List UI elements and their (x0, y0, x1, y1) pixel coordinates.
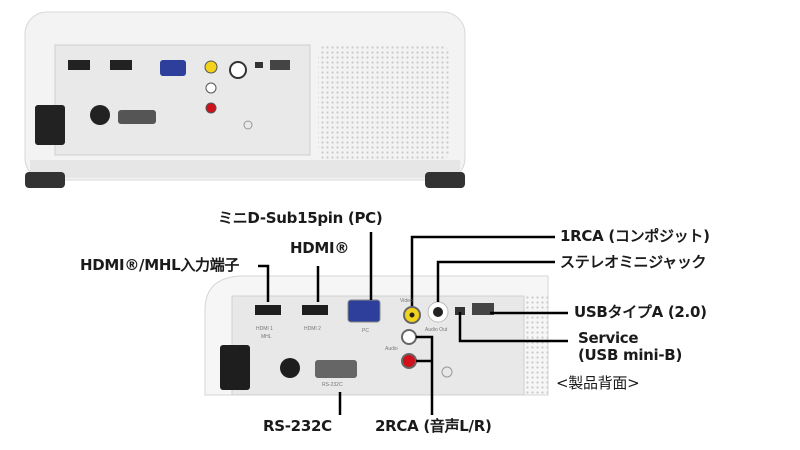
projector-rear-full (24, 11, 466, 188)
callout-2rca-audio: 2RCA (音声L/R) (375, 417, 492, 435)
callout-hdmi-mhl: HDMI®/MHL入力端子 (80, 256, 240, 274)
callout-service-sub: (USB mini-B) (578, 346, 683, 364)
hdmi2-port (302, 305, 328, 315)
callout-usb-a: USBタイプA (2.0) (574, 303, 707, 321)
callout-rs232c: RS-232C (263, 417, 332, 435)
vga-port (347, 299, 381, 323)
panel-label-video: Video (400, 298, 413, 304)
foot-right (425, 172, 465, 188)
projector-rear-closeup (204, 275, 549, 396)
panel-label-hdmi2: HDMI 2 (304, 326, 321, 332)
usb-a-port (472, 303, 494, 315)
hdmi1-port (255, 305, 281, 315)
panel-label-audio: Audio (385, 346, 398, 352)
speaker-grille (318, 45, 450, 160)
panel-label-pc: PC (362, 328, 369, 334)
service-port (455, 307, 465, 315)
audio-l-rca (401, 329, 417, 345)
panel-label-audio-out: Audio Out (425, 327, 448, 333)
callout-mini-dsub: ミニD-Sub15pin (PC) (218, 209, 383, 227)
panel-label-mhl: MHL (261, 334, 272, 340)
leader-lines (258, 232, 568, 415)
panel-label-rs232c: RS-232C (322, 382, 343, 388)
audio-r-rca (401, 353, 417, 369)
callout-hdmi: HDMI® (290, 239, 350, 257)
foot-left (25, 172, 65, 188)
caption-rear-view: <製品背面> (556, 374, 640, 392)
rs232c-port (315, 360, 357, 378)
callout-stereo-mini: ステレオミニジャック (560, 253, 707, 271)
callout-service: Service (578, 329, 639, 347)
panel-label-hdmi1: HDMI 1 (256, 326, 273, 332)
callout-1rca-composite: 1RCA (コンポジット) (560, 227, 710, 245)
power-inlet (220, 345, 250, 390)
